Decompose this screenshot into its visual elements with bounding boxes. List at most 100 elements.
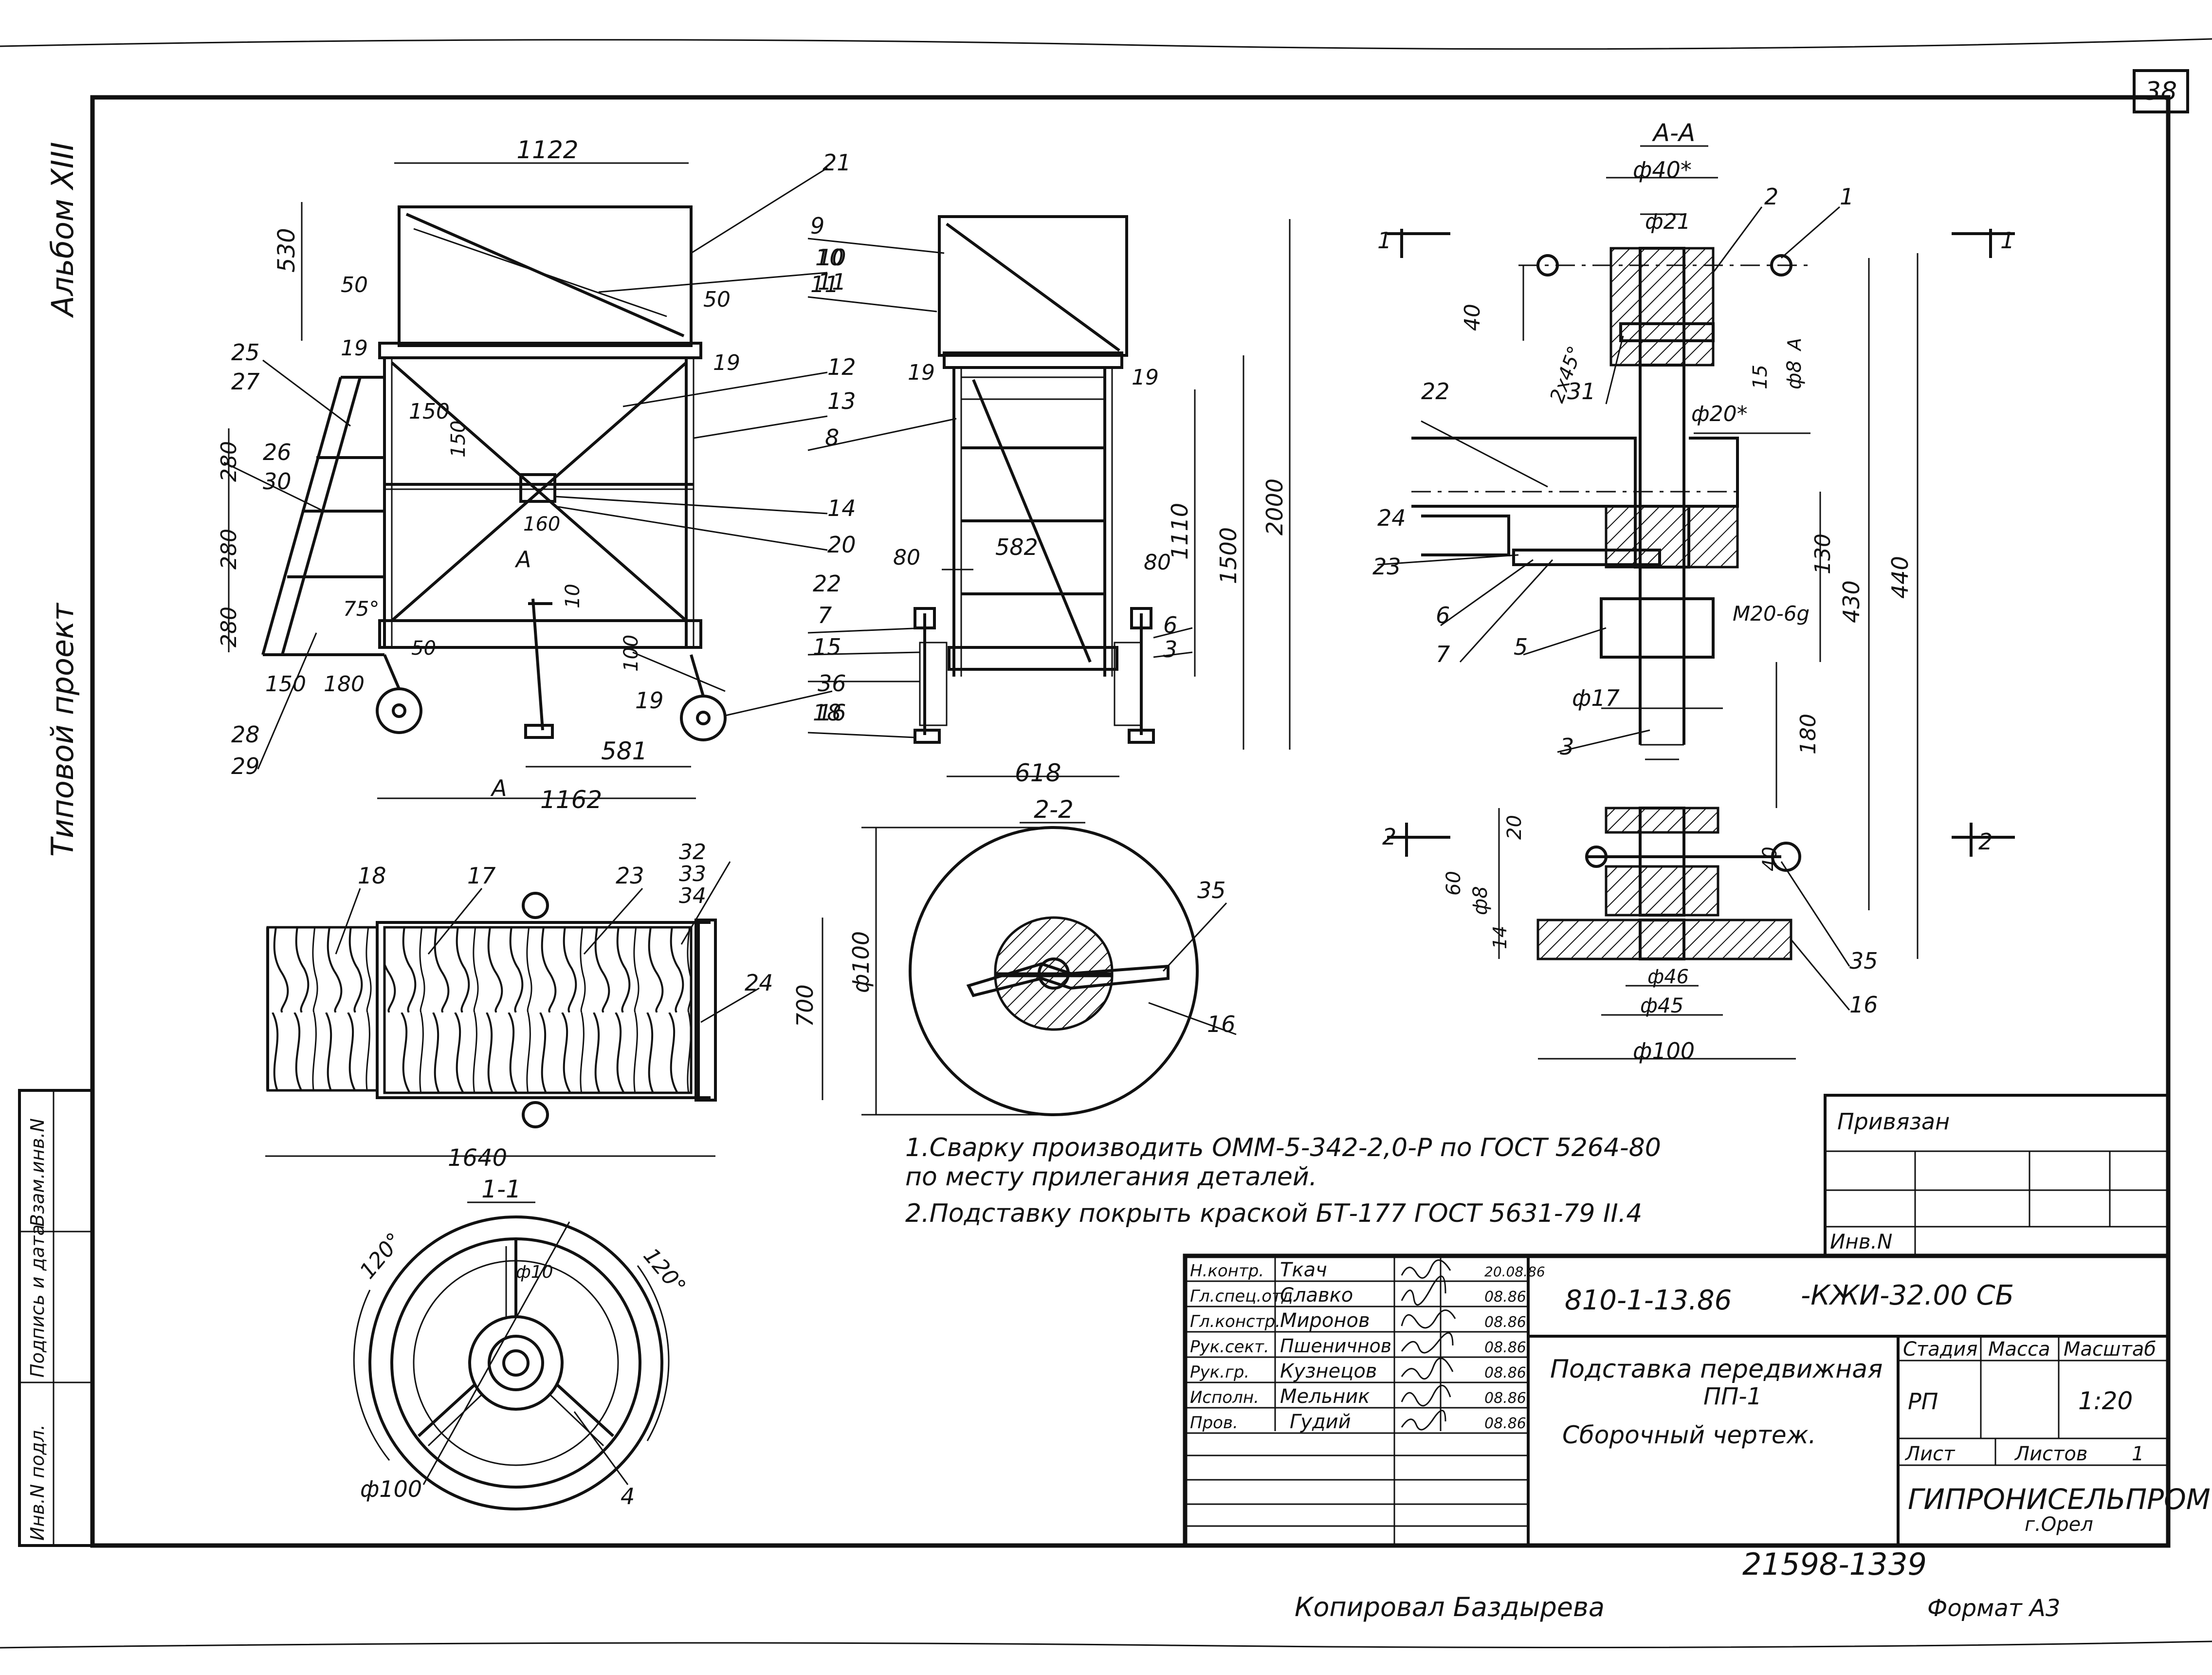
aa-callout-5: 5 <box>1514 634 1528 660</box>
scale-value: 1:20 <box>2078 1387 2133 1415</box>
aa-dim-d100: ф100 <box>1633 1038 1695 1064</box>
drawing-frame <box>90 95 2171 1548</box>
signature-scribble-5 <box>1401 1357 1454 1380</box>
aa-dim-15: 15 <box>1749 365 1772 389</box>
section-aa-title: А-А <box>1652 119 1695 147</box>
aa-dim-d17: ф17 <box>1572 685 1620 711</box>
stage-value: РП <box>1908 1388 1938 1415</box>
side-callout-7: 7 <box>818 602 832 628</box>
sig-name-4: Пшеничнов <box>1280 1335 1391 1357</box>
aa-callout-6: 6 <box>1436 602 1450 628</box>
section-a-a: А-А <box>1372 119 2015 1064</box>
callout-16: 16 <box>818 699 846 726</box>
front-view: 1122 530 50 50 19 19 150 150 280 280 280… <box>217 136 856 814</box>
side-dim-80-right: 80 <box>1144 550 1171 575</box>
plan-callout-18: 18 <box>358 863 386 889</box>
callout-21: 21 <box>823 149 851 176</box>
archive-sheet: 39 <box>1888 1546 1927 1582</box>
s11-callout-4: 4 <box>621 1483 635 1509</box>
cut-mark-1-left: 1 <box>1377 227 1391 254</box>
dim-280-b: 280 <box>217 529 241 570</box>
side-callout-15: 15 <box>813 634 841 660</box>
notes: 1.Сварку производить ОММ-5-342-2,0-Р по … <box>905 1133 1661 1228</box>
aa-dim-40-top: 40 <box>1460 304 1485 331</box>
signature-scribble-7 <box>1401 1410 1446 1431</box>
sig-date-1: 20.08.86 <box>1484 1264 1545 1280</box>
side-callout-3: 3 <box>1163 636 1177 663</box>
sig-name-6: Мельник <box>1280 1385 1370 1408</box>
aa-dim-14: 14 <box>1489 926 1511 949</box>
sig-role-4: Рук.сект. <box>1190 1337 1269 1357</box>
aa-dim-430: 430 <box>1838 580 1865 623</box>
sheets-label: Листов <box>2014 1443 2087 1465</box>
plan-callout-32: 32 <box>679 840 706 865</box>
dim-280-c: 280 <box>217 607 241 647</box>
sig-role-3: Гл.констр. <box>1190 1312 1280 1331</box>
stage-label: Стадия <box>1903 1338 1977 1361</box>
side-callout-10: 10 <box>815 244 844 271</box>
aa-callout-31: 31 <box>1567 378 1596 405</box>
side-callout-11: 11 <box>810 271 839 297</box>
sig-name-3: Миронов <box>1280 1309 1370 1332</box>
callout-27: 27 <box>231 368 260 395</box>
sig-role-2: Гл.спец.отд. <box>1190 1287 1298 1306</box>
sig-role-7: Пров. <box>1190 1413 1238 1433</box>
side-callout-6: 6 <box>1163 612 1177 638</box>
plan-callout-23: 23 <box>616 863 644 889</box>
signature-scribble-2 <box>1401 1275 1446 1306</box>
s22-callout-35: 35 <box>1197 877 1226 903</box>
plan-callout-34: 34 <box>679 884 706 908</box>
s22-callout-16: 16 <box>1207 1011 1236 1037</box>
strip-signature-date: Подпись и дата <box>27 1224 48 1378</box>
aa-dim-a-mark: А <box>1784 338 1805 352</box>
sig-name-7: Гудий <box>1290 1411 1351 1433</box>
sheet-top-edge <box>0 38 2212 50</box>
aa-dim-130: 130 <box>1810 534 1835 574</box>
sig-role-5: Рук.гр. <box>1190 1362 1249 1382</box>
aa-callout-1: 1 <box>1840 184 1854 210</box>
album-label: Альбом XIII <box>45 142 80 318</box>
dim-581: 581 <box>601 737 647 765</box>
dim-180: 180 <box>324 672 365 697</box>
aa-dim-440: 440 <box>1887 556 1913 599</box>
sheet-bottom-edge <box>0 1640 2212 1649</box>
aa-callout-16: 16 <box>1849 992 1878 1018</box>
aa-dim-20: 20 <box>1503 815 1526 840</box>
aa-dim-d8-top: ф8 <box>1783 360 1806 389</box>
callout-13: 13 <box>827 388 856 414</box>
dim-50-right: 50 <box>703 287 731 312</box>
section-mark-a-bottom: А <box>490 775 507 801</box>
side-callout-8: 8 <box>825 424 839 451</box>
aa-dim-d46: ф46 <box>1647 966 1689 988</box>
sheet-format: Формат А3 <box>1927 1595 2060 1622</box>
section-2-2: 2-2 ф100 35 16 <box>848 795 1237 1116</box>
side-dim-1110: 1110 <box>1167 503 1193 560</box>
callout-19: 19 <box>635 687 664 714</box>
side-callout-9: 9 <box>810 213 824 239</box>
sig-role-6: Исполн. <box>1190 1388 1259 1407</box>
aa-callout-24: 24 <box>1377 505 1406 531</box>
side-dim-1500: 1500 <box>1215 527 1242 584</box>
callout-25: 25 <box>231 339 260 366</box>
side-dim-618: 618 <box>1015 759 1061 787</box>
sig-date-7: 08.86 <box>1484 1415 1526 1432</box>
plan-callout-33: 33 <box>679 862 706 886</box>
aa-dim-thread: М20-6g <box>1733 602 1810 626</box>
dim-50-bottom: 50 <box>411 637 436 660</box>
dim-160: 160 <box>523 513 560 535</box>
plan-view: 18 17 23 32 33 34 24 1640 700 <box>265 840 823 1172</box>
aa-dim-d21: ф21 <box>1645 209 1691 234</box>
project-type-label: Типовой проект <box>45 602 80 857</box>
privyazan-block: Привязан Инв.N <box>1824 1094 2170 1257</box>
callout-14: 14 <box>827 495 856 521</box>
aa-dim-40-bottom: 40 <box>1759 847 1781 871</box>
callout-20: 20 <box>827 532 856 558</box>
dim-150-mid: 150 <box>447 421 470 458</box>
aa-dim-d40: ф40* <box>1633 157 1692 183</box>
section-22-title: 2-2 <box>1034 795 1074 824</box>
sheets-value: 1 <box>2132 1443 2144 1465</box>
side-callout-18: 18 <box>813 699 841 726</box>
doc-name-line1: Подставка передвижная <box>1550 1355 1883 1384</box>
privyazan-inv: Инв.N <box>1830 1230 1892 1253</box>
